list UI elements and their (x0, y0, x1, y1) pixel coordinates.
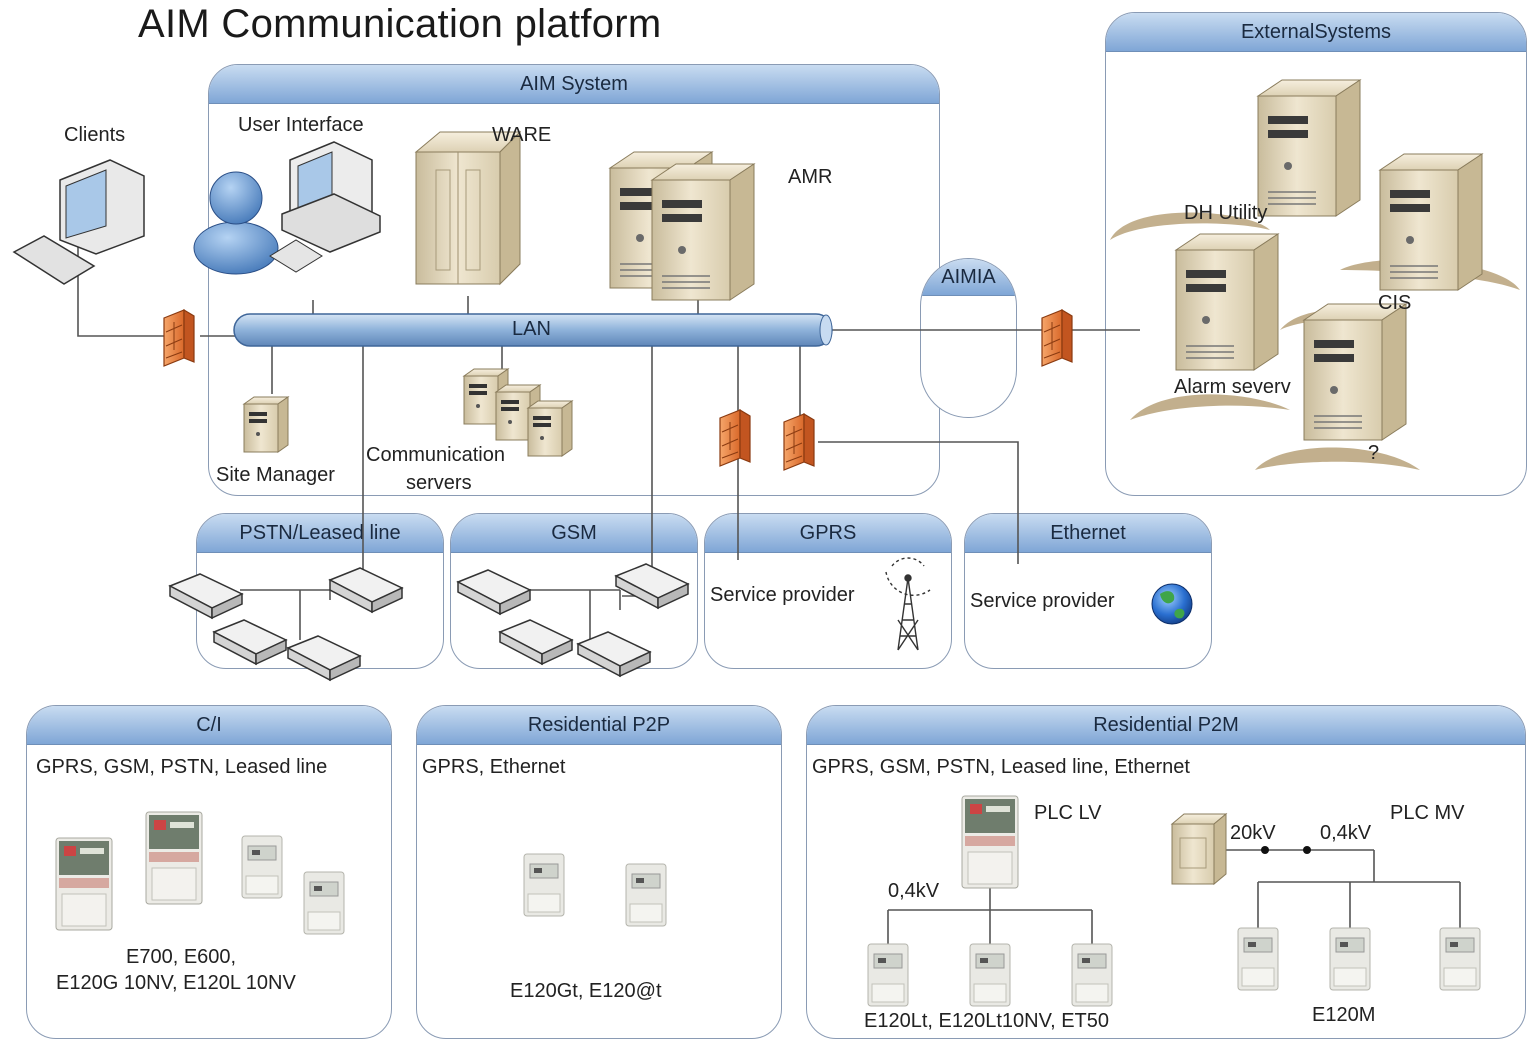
user-person-icon (193, 171, 279, 275)
modem-icon (213, 619, 287, 665)
plc-mv-label: PLC MV (1390, 802, 1465, 824)
electricity-meter-icon (1237, 927, 1279, 991)
dh-utility-server-icon (1257, 79, 1361, 217)
firewall-icon (783, 413, 815, 471)
alarm-server-icon (1175, 233, 1279, 371)
communication-servers-label-1: Communication (366, 444, 505, 466)
modem-icon (615, 563, 689, 609)
aim-system-header: AIM System (209, 65, 939, 104)
electricity-meter-icon (1329, 927, 1371, 991)
modem-icon (329, 567, 403, 613)
p2p-meters-label: E120Gt, E120@t (510, 980, 662, 1002)
lan-label: LAN (512, 318, 551, 340)
gprs-panel: GPRS (704, 513, 952, 669)
clients-label: Clients (64, 124, 126, 146)
modem-icon (499, 619, 573, 665)
gsm-header: GSM (451, 514, 697, 553)
site-manager-label: Site Manager (216, 464, 335, 486)
ethernet-service-provider-label: Service provider (970, 590, 1115, 612)
user-interface-label: User Interface (238, 114, 364, 136)
antenna-tower-icon (885, 557, 931, 651)
comm-server-icon-3 (527, 400, 573, 457)
unknown-system-label: ? (1368, 442, 1380, 464)
globe-icon (1151, 583, 1193, 625)
cis-server-icon (1379, 153, 1483, 291)
voltage-04kv-lv-label: 0,4kV (888, 880, 940, 902)
ci-meters-label-1: E700, E600, (126, 946, 237, 968)
site-manager-server-icon (243, 396, 289, 453)
firewall-icon (719, 409, 751, 467)
electricity-meter-icon (145, 811, 203, 905)
gprs-header: GPRS (705, 514, 951, 553)
transformer-icon (1170, 812, 1228, 886)
electricity-meter-icon (303, 871, 345, 935)
p2m-panel: Residential P2M (806, 705, 1526, 1039)
p2m-header: Residential P2M (807, 706, 1525, 745)
modem-icon (577, 631, 651, 677)
p2m-tech-label: GPRS, GSM, PSTN, Leased line, Ethernet (812, 756, 1190, 778)
ci-meters-label-2: E120G 10NV, E120L 10NV (56, 972, 296, 994)
electricity-meter-icon (625, 863, 667, 927)
lan-pipe (233, 313, 833, 347)
electricity-meter-icon (867, 943, 909, 1007)
modem-icon (457, 569, 531, 615)
ci-header: C/I (27, 706, 391, 745)
p2m-mv-meters-label: E120M (1312, 1004, 1376, 1026)
gprs-service-provider-label: Service provider (710, 584, 855, 606)
cis-label: CIS (1378, 292, 1412, 314)
ethernet-panel: Ethernet (964, 513, 1212, 669)
communication-servers-label-2: servers (406, 472, 472, 494)
electricity-meter-icon (241, 835, 283, 899)
ci-tech-label: GPRS, GSM, PSTN, Leased line (36, 756, 328, 778)
amr-server-icon-2 (651, 163, 755, 301)
p2p-header: Residential P2P (417, 706, 781, 745)
electricity-meter-icon (1439, 927, 1481, 991)
ethernet-header: Ethernet (965, 514, 1211, 553)
electricity-meter-icon (969, 943, 1011, 1007)
alarm-server-label: Alarm severv (1174, 376, 1291, 398)
client-computer-icon (12, 159, 145, 285)
modem-icon (287, 635, 361, 681)
ware-server-icon (414, 130, 522, 286)
diagram-title: AIM Communication platform (138, 2, 662, 46)
p2m-lv-meters-label: E120Lt, E120Lt10NV, ET50 (864, 1010, 1109, 1032)
unknown-server-icon (1303, 303, 1407, 441)
aim-system-panel: AIM System (208, 64, 940, 496)
firewall-icon (1041, 309, 1073, 367)
electricity-meter-icon (523, 853, 565, 917)
voltage-04kv-mv-label: 0,4kV (1320, 822, 1372, 844)
amr-label: AMR (788, 166, 833, 188)
electricity-meter-icon (1071, 943, 1113, 1007)
p2p-panel: Residential P2P (416, 705, 782, 1039)
electricity-meter-icon (55, 837, 113, 931)
plc-lv-concentrator-icon (961, 795, 1019, 889)
dh-utility-label: DH Utility (1184, 202, 1268, 224)
external-systems-header: ExternalSystems (1106, 13, 1526, 52)
plc-lv-label: PLC LV (1034, 802, 1102, 824)
pstn-header: PSTN/Leased line (197, 514, 443, 553)
ware-label: WARE (492, 124, 552, 146)
workstation-icon (269, 141, 381, 273)
modem-icon (169, 573, 243, 619)
voltage-20kv-label: 20kV (1230, 822, 1276, 844)
firewall-icon (163, 309, 195, 367)
p2p-tech-label: GPRS, Ethernet (422, 756, 566, 778)
